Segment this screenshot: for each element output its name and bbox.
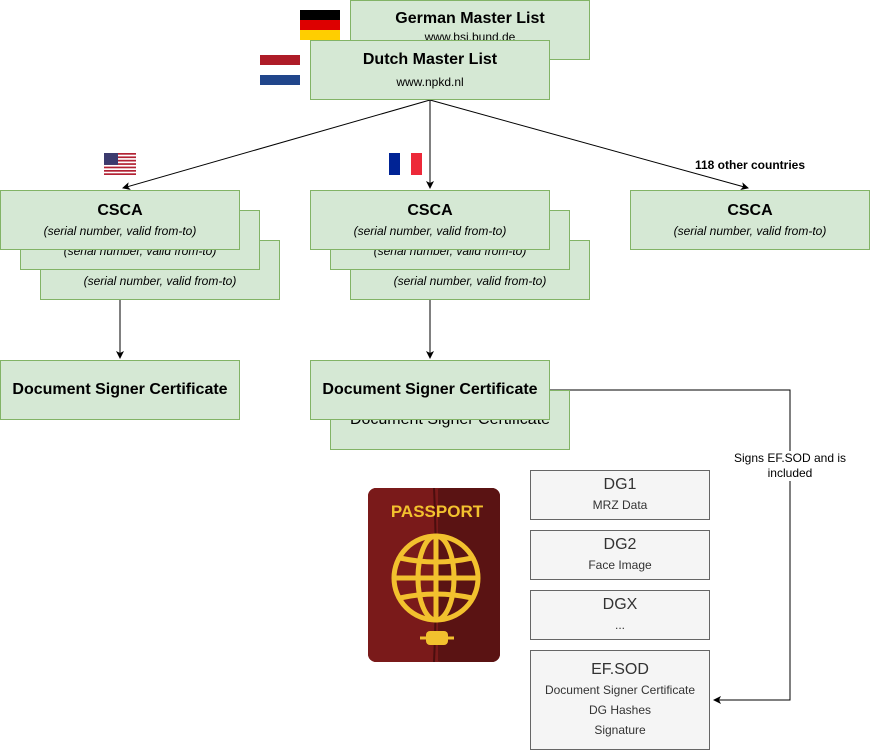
dutch-master-list-subtitle: www.npkd.nl <box>396 75 464 89</box>
dg-name: EF.SOD <box>591 661 649 678</box>
dg2-box: DG2 Face Image <box>530 530 710 580</box>
dutch-master-list-title: Dutch Master List <box>362 51 498 68</box>
dg-name: DG1 <box>603 476 637 493</box>
edge-dutch-to-other-csca <box>429 99 749 190</box>
dg-name: DG2 <box>603 536 637 553</box>
csca-detail: (serial number, valid from-to) <box>393 274 547 288</box>
flag-usa-icon <box>104 153 136 175</box>
us-dsc-card: Document Signer Certificate <box>0 360 240 420</box>
csca-title: CSCA <box>727 202 773 219</box>
csca-detail: (serial number, valid from-to) <box>673 224 827 238</box>
dg-name: DGX <box>602 596 638 613</box>
efsod-box: EF.SOD Document Signer Certificate DG Ha… <box>530 650 710 750</box>
dsc-title: Document Signer Certificate <box>322 381 538 398</box>
csca-title: CSCA <box>407 202 453 219</box>
dg-line: Document Signer Certificate <box>544 683 696 697</box>
dg-line: ... <box>614 618 625 632</box>
dsc-title: Document Signer Certificate <box>12 381 228 398</box>
csca-detail: (serial number, valid from-to) <box>43 224 197 238</box>
passport-icon: PASSPORT <box>368 488 500 663</box>
dutch-master-list-box: Dutch Master List www.npkd.nl <box>310 40 550 100</box>
dgx-box: DGX ... <box>530 590 710 640</box>
flag-france-icon <box>389 153 422 175</box>
csca-detail: (serial number, valid from-to) <box>83 274 237 288</box>
dg-line: Signature <box>594 723 646 737</box>
dg-line: DG Hashes <box>588 703 652 717</box>
dg-line: Face Image <box>588 558 652 572</box>
csca-title: CSCA <box>97 202 143 219</box>
dg1-box: DG1 MRZ Data <box>530 470 710 520</box>
other-csca-card: CSCA (serial number, valid from-to) <box>630 190 870 250</box>
edge-dsc-to-efsod <box>550 389 791 704</box>
us-csca-card: CSCA (serial number, valid from-to) <box>0 190 240 250</box>
dg-line: MRZ Data <box>592 498 648 512</box>
fr-csca-card: CSCA (serial number, valid from-to) <box>310 190 550 250</box>
passport-cover-text: PASSPORT <box>391 502 484 521</box>
flag-netherlands-icon <box>260 55 300 85</box>
signs-efsod-label: Signs EF.SOD and is included <box>730 451 850 481</box>
fr-dsc-card: Document Signer Certificate <box>310 360 550 420</box>
edge-dutch-to-us-csca <box>122 99 431 190</box>
german-master-list-title: German Master List <box>395 10 545 27</box>
csca-detail: (serial number, valid from-to) <box>353 224 507 238</box>
other-countries-label: 118 other countries <box>694 158 806 172</box>
flag-germany-icon <box>300 10 340 40</box>
